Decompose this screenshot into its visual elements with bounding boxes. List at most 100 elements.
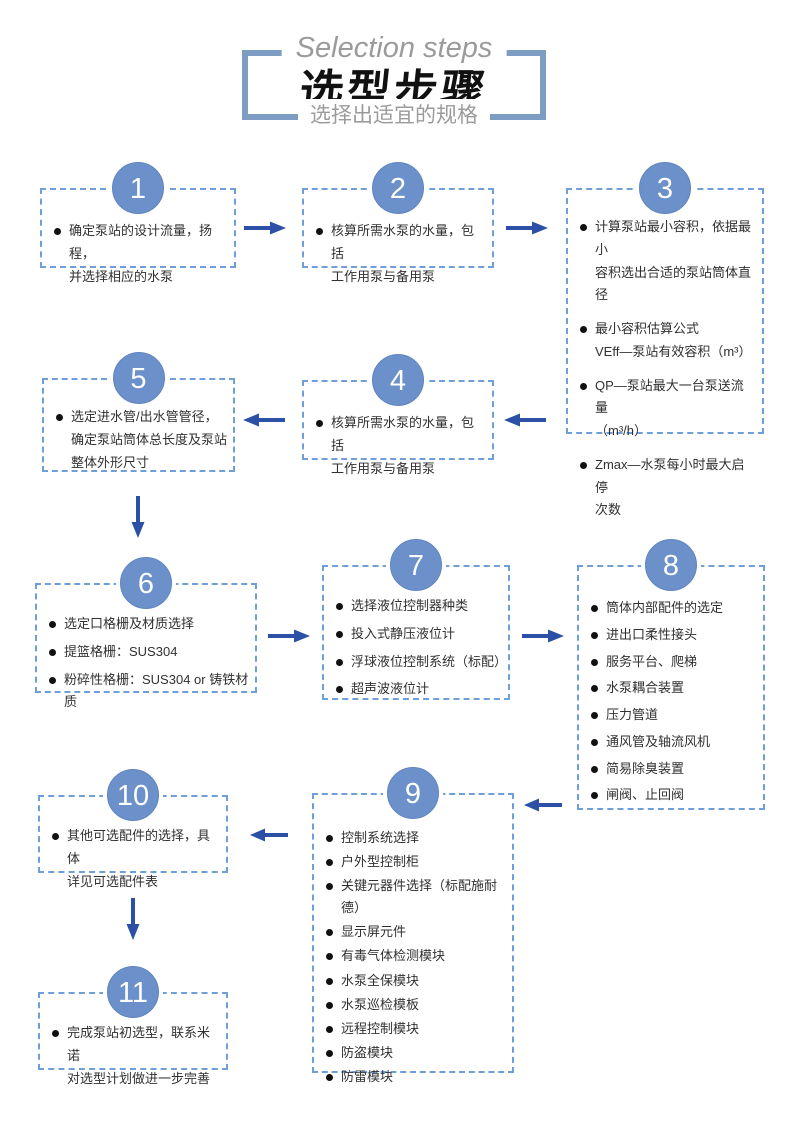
- bullet-dot: [49, 648, 56, 656]
- bullet-text: 水泵耦合装置: [606, 680, 685, 696]
- step-3-box: 3 计算泵站最小容积，依据最小 容积选出合适的泵站筒体直径 最小容积估算公式 V…: [566, 162, 764, 517]
- bullet-dot: [591, 792, 598, 800]
- bullet-dot: [326, 859, 333, 867]
- bullet-dot: [591, 712, 598, 719]
- bullet-text: Zmax—水泵每小时最大启停 次数: [595, 456, 745, 518]
- step-7-number-badge: 7: [390, 539, 442, 591]
- bullet-dot: [326, 1001, 333, 1009]
- step-8-number-badge: 8: [645, 539, 697, 591]
- bullet-text: 投入式静压液位计: [351, 625, 456, 641]
- bullet-item: 超声波液位计: [336, 678, 502, 701]
- bullet-text: 超声波液位计: [351, 681, 430, 697]
- header-subtitle: 选择出适宜的规格: [298, 99, 490, 129]
- bullet-item: 防雷模块: [326, 1066, 506, 1088]
- bullet-dot: [336, 658, 343, 666]
- bullet-item: 简易除臭装置: [591, 758, 757, 781]
- arrow-right-icon: [522, 628, 564, 644]
- bullet-dot: [580, 461, 587, 469]
- bullet-item: 其他可选配件的选择，具体 详见可选配件表: [52, 825, 220, 893]
- step-6-box: 6 选定口格栅及材质选择 提篮格栅：SUS304 粉碎性格栅：SUS304 or…: [35, 557, 257, 709]
- bullet-text: 压力管道: [606, 707, 659, 722]
- header-english-title: Selection steps: [281, 32, 507, 65]
- step-2-box: 2 核算所需水泵的水量，包括 工作用泵与备用泵: [302, 162, 494, 284]
- arrow-right-icon: [506, 220, 548, 236]
- bullet-text: 提篮格栅：SUS304: [64, 643, 178, 659]
- bullet-item: 通风管及轴流风机: [591, 731, 757, 754]
- bullet-text: 计算泵站最小容积，依据最小 容积选出合适的泵站筒体直径: [595, 219, 752, 303]
- bullet-item: 水泵巡检模板: [326, 994, 506, 1016]
- bullet-dot: [580, 326, 587, 333]
- bullet-text: 确定泵站的设计流量，扬程， 并选择相应的水泵: [69, 223, 213, 284]
- bullet-dot: [316, 420, 323, 427]
- bullet-item: 显示屏元件: [326, 921, 506, 943]
- step-11-number-badge: 11: [107, 966, 159, 1018]
- bullet-dot: [326, 1073, 333, 1081]
- bullet-dot: [591, 685, 598, 693]
- bullet-text: 远程控制模块: [341, 1020, 420, 1036]
- bullet-dot: [56, 414, 63, 421]
- bullet-item: 压力管道: [591, 704, 757, 727]
- arrow-left-icon: [504, 412, 546, 428]
- bullet-item: 计算泵站最小容积，依据最小 容积选出合适的泵站筒体直径: [580, 216, 756, 307]
- bullet-dot: [326, 883, 333, 891]
- bullet-item: 有毒气体检测模块: [326, 945, 506, 967]
- bullet-item: 户外型控制柜: [326, 851, 506, 873]
- bullet-text: 进出口柔性接头: [606, 626, 698, 642]
- bullet-item: 闸阀、止回阀: [591, 784, 757, 807]
- bullet-text: 防盗模块: [341, 1044, 394, 1060]
- step-10-number-badge: 10: [107, 769, 159, 821]
- bullet-dot: [326, 835, 333, 842]
- step-6-number-badge: 6: [120, 557, 172, 609]
- step-9-box: 9 控制系统选择 户外型控制柜 关键元器件选择（标配施耐德） 显示屏元件 有毒气…: [312, 767, 514, 1084]
- bullet-dot: [580, 382, 587, 390]
- bullet-text: 选定进水管/出水管管径， 确定泵站筒体总长度及泵站 整体外形尺寸: [71, 409, 228, 470]
- bullet-item: 进出口柔性接头: [591, 624, 757, 647]
- bullet-dot: [316, 228, 323, 235]
- step-4-box: 4 核算所需水泵的水量，包括 工作用泵与备用泵: [302, 354, 494, 476]
- bullet-item: QP—泵站最大一台泵送流量 （m³/h）: [580, 375, 756, 443]
- bullet-dot: [52, 833, 59, 840]
- bullet-dot: [591, 765, 598, 773]
- arrow-left-icon: [243, 412, 285, 428]
- bullet-item: 投入式静压液位计: [336, 623, 502, 646]
- bullet-dot: [591, 658, 598, 666]
- bullet-text: 控制系统选择: [341, 830, 420, 845]
- bullet-item: 控制系统选择: [326, 827, 506, 849]
- step-5-number-badge: 5: [112, 352, 165, 404]
- bullet-text: 选定口格栅及材质选择: [64, 616, 195, 631]
- bullet-item: 选定进水管/出水管管径， 确定泵站筒体总长度及泵站 整体外形尺寸: [56, 406, 227, 474]
- step-3-number-badge: 3: [639, 162, 691, 214]
- bullet-item: 筒体内部配件的选定: [591, 597, 757, 620]
- arrow-right-icon: [268, 628, 310, 644]
- bullet-dot: [326, 1049, 333, 1057]
- arrow-left-icon: [524, 797, 562, 813]
- step-2-number-badge: 2: [372, 162, 424, 214]
- bullet-dot: [326, 929, 333, 937]
- bullet-text: 筒体内部配件的选定: [606, 600, 724, 615]
- step-7-box: 7 选择液位控制器种类 投入式静压液位计 浮球液位控制系统（标配） 超声波液位计: [322, 539, 510, 701]
- bullet-dot: [49, 676, 56, 684]
- bullet-dot: [591, 631, 598, 639]
- bullet-dot: [326, 953, 333, 961]
- bullet-text: 完成泵站初选型，联系米诺 对选型计划做进一步完善: [67, 1025, 211, 1086]
- arrow-down-icon: [130, 496, 146, 538]
- bullet-text: 户外型控制柜: [341, 854, 420, 870]
- bullet-text: 最小容积估算公式 VEff—泵站有效容积（m³）: [595, 321, 752, 359]
- bullet-text: 关键元器件选择（标配施耐德）: [341, 878, 498, 916]
- bullet-item: 水泵耦合装置: [591, 677, 757, 700]
- bullet-text: 选择液位控制器种类: [351, 598, 469, 613]
- step-4-number-badge: 4: [372, 354, 424, 406]
- bullet-text: 其他可选配件的选择，具体 详见可选配件表: [67, 828, 211, 889]
- header-bracket-frame: Selection steps 选型步骤 选择出适宜的规格: [242, 32, 546, 129]
- bullet-item: 粉碎性格栅：SUS304 or 铸铁材质: [49, 669, 249, 715]
- bullet-text: QP—泵站最大一台泵送流量 （m³/h）: [595, 377, 744, 439]
- bullet-dot: [52, 1030, 59, 1037]
- bullet-item: 远程控制模块: [326, 1018, 506, 1040]
- step-8-box: 8 筒体内部配件的选定 进出口柔性接头 服务平台、爬梯 水泵耦合装置 压力管道 …: [577, 539, 765, 810]
- step-1-number-badge: 1: [112, 162, 164, 214]
- bullet-text: 服务平台、爬梯: [606, 653, 698, 669]
- step-1-box: 1 确定泵站的设计流量，扬程， 并选择相应的水泵: [40, 162, 236, 284]
- step-10-box: 10 其他可选配件的选择，具体 详见可选配件表: [38, 769, 228, 889]
- bullet-item: 提篮格栅：SUS304: [49, 641, 249, 664]
